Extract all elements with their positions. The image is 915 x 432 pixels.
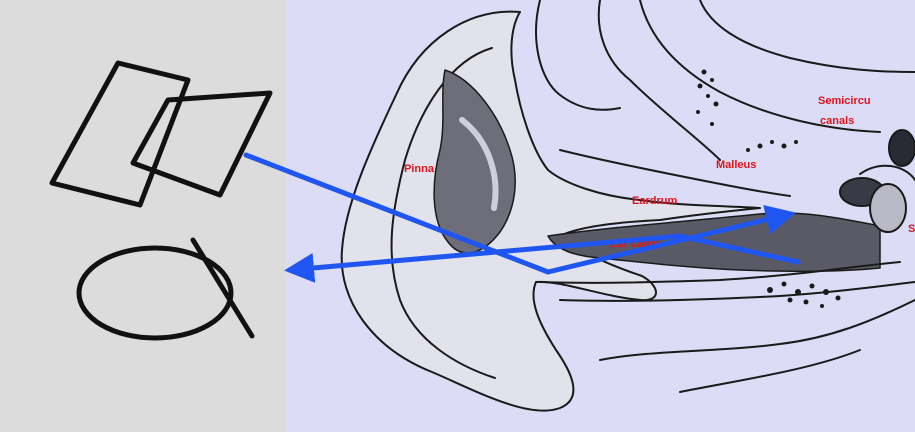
label-semicircular-1: Semicircu xyxy=(818,95,871,107)
label-pinna: Pinna xyxy=(404,163,435,175)
label-semicircular-2: canals xyxy=(820,115,854,127)
label-malleus: Malleus xyxy=(716,159,756,171)
label-edge-letter: S xyxy=(908,223,915,235)
left-panel xyxy=(0,0,285,432)
label-eardrum: Eardrum xyxy=(632,195,677,207)
